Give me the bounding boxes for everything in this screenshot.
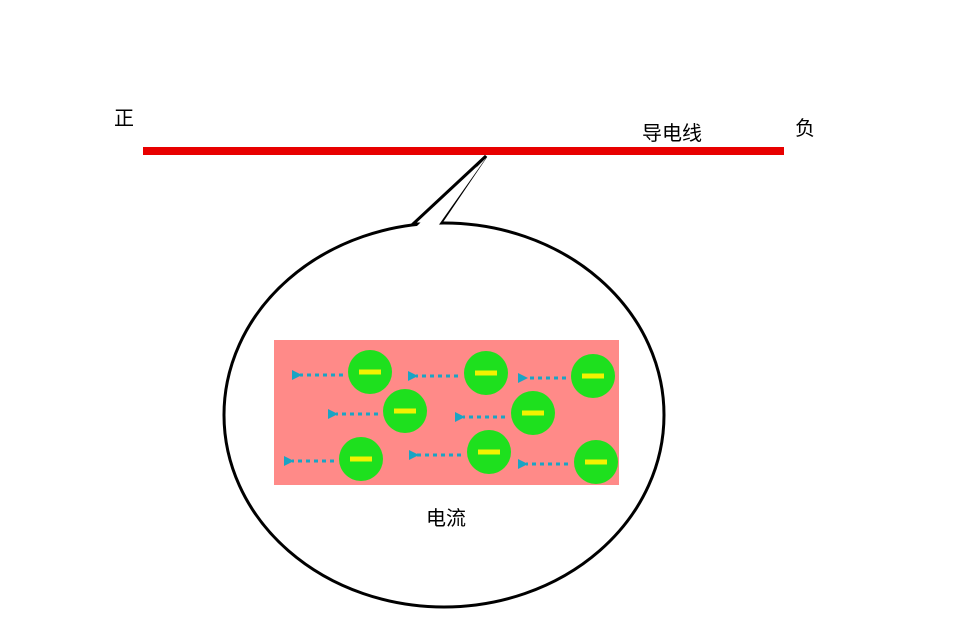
electron (571, 354, 615, 398)
negative-sign-icon (475, 370, 497, 376)
electron (383, 389, 427, 433)
electron (339, 437, 383, 481)
electron (464, 351, 508, 395)
negative-sign-icon (582, 373, 604, 379)
positive-terminal-label: 正 (114, 106, 134, 130)
electron (348, 350, 392, 394)
negative-terminal-label: 负 (795, 116, 815, 140)
callout-pointer-fill (417, 158, 486, 226)
wire-line (143, 147, 784, 155)
electron (511, 391, 555, 435)
negative-sign-icon (585, 459, 607, 465)
current-label: 电流 (426, 506, 466, 530)
negative-sign-icon (522, 410, 544, 416)
negative-sign-icon (359, 369, 381, 375)
wire-label: 导电线 (642, 121, 702, 145)
electron (574, 440, 618, 484)
callout-pointer (409, 154, 488, 226)
negative-sign-icon (394, 408, 416, 414)
drift-arrows (284, 370, 568, 469)
negative-sign-icon (478, 449, 500, 455)
electrons (339, 350, 618, 484)
electron (467, 430, 511, 474)
negative-sign-icon (350, 456, 372, 462)
